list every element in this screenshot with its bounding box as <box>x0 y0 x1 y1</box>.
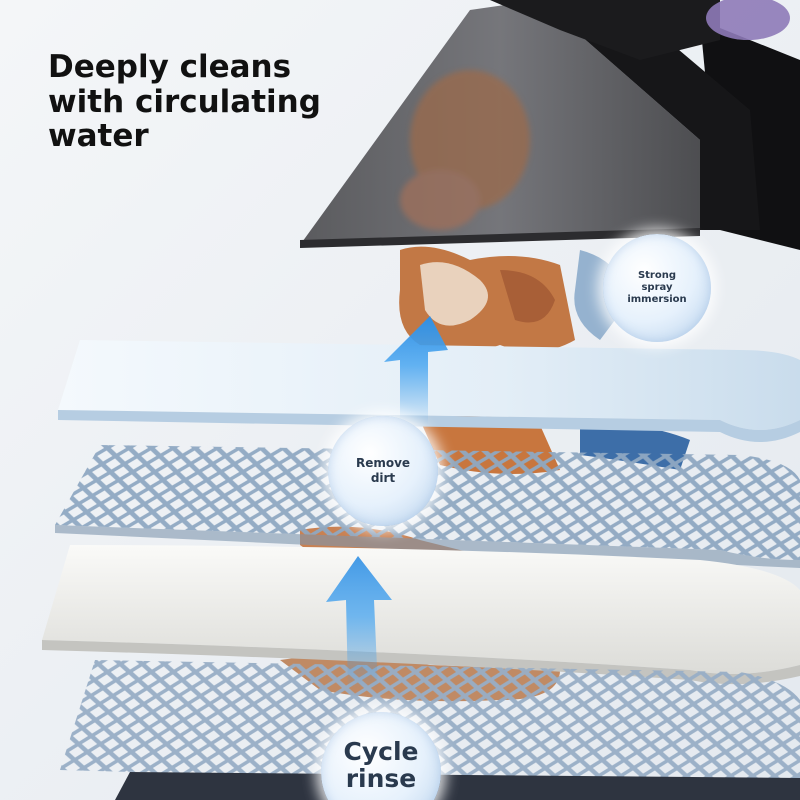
bubble-label: Strong spray immersion <box>627 270 687 305</box>
bubble-label: Cycle rinse <box>343 737 419 793</box>
headline-line: with circulating <box>48 83 321 120</box>
upward-flow-arrow-icon <box>384 316 448 425</box>
headline: Deeply cleans with circulating water <box>48 50 378 154</box>
bubble-cycle-rinse: Cycle rinse <box>321 712 441 800</box>
headline-line: Deeply cleans <box>48 49 292 85</box>
bubble-remove-dirt: Remove dirt <box>328 416 438 526</box>
headline-line: water <box>48 118 149 155</box>
bubble-label: Remove dirt <box>355 456 411 485</box>
upward-flow-arrow-icon <box>326 556 392 690</box>
bubble-strong-spray: Strong spray immersion <box>603 234 711 342</box>
